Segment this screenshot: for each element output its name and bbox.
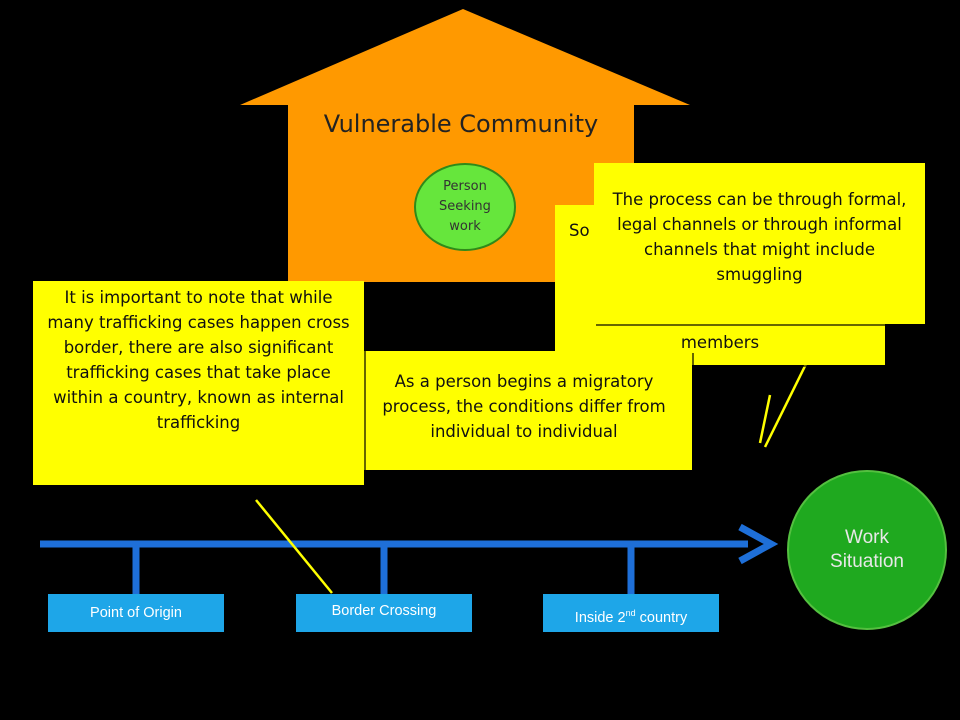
work-situation-label: Work Situation <box>830 527 904 572</box>
pointer-line-back <box>758 394 772 444</box>
timeline-arrowhead <box>738 523 779 565</box>
callout-process-channels: The process can be through formal, legal… <box>594 163 925 324</box>
callout-hidden-start-text: So <box>569 221 590 240</box>
person-seeking-work-label: Person Seeking work <box>439 179 491 234</box>
stage-border-crossing-label: Border Crossing <box>331 603 437 619</box>
callout-migratory-process: As a person begins a migratory process, … <box>356 351 692 470</box>
pointer-line-front <box>763 359 810 448</box>
callout-hidden-end-text: members <box>680 333 760 352</box>
stage-inside-second-country: Inside 2nd country <box>543 594 719 632</box>
callout-internal-trafficking: It is important to note that while many … <box>33 281 364 485</box>
person-seeking-work-circle: Person Seeking work <box>414 163 516 251</box>
stage-border-crossing: Border Crossing <box>296 594 472 632</box>
stage-point-of-origin-label: Point of Origin <box>90 605 182 621</box>
house-title: Vulnerable Community <box>323 110 599 138</box>
stage-inside-suffix: country <box>635 609 688 626</box>
pointer-line-internal <box>255 499 333 594</box>
stage-inside-prefix: Inside 2 <box>574 609 626 626</box>
work-situation-circle: Work Situation <box>787 470 947 630</box>
stage-point-of-origin: Point of Origin <box>48 594 224 632</box>
house-roof <box>240 9 690 105</box>
stage-inside-superscript: nd <box>625 608 636 618</box>
